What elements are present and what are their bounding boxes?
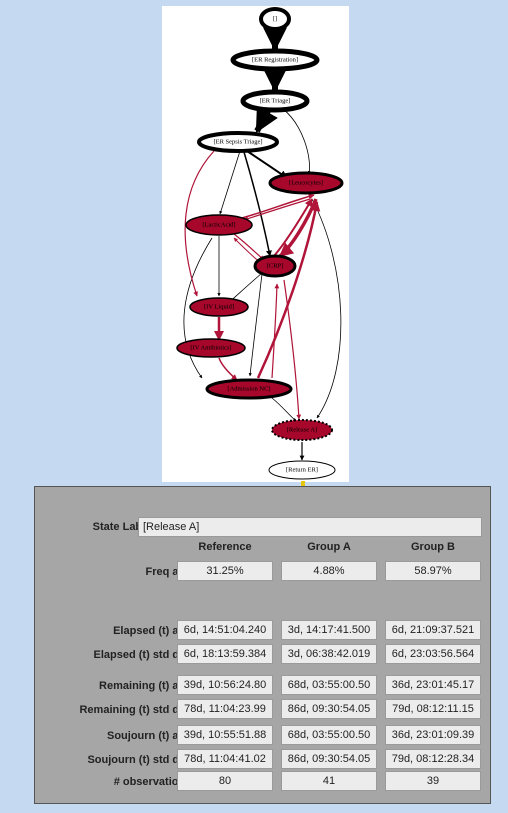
remaining-avg-group-a: 68d, 03:55:00.50 [281, 675, 377, 695]
node-iv-liquid[interactable]: [IV Liquid] [189, 297, 249, 317]
column-header-reference: Reference [198, 541, 252, 553]
row-label-elapsed-std-dev: Elapsed (t) std dev: [93, 649, 195, 661]
elapsed-avg-reference: 6d, 14:51:04.240 [177, 620, 273, 640]
elapsed-std-group-a: 3d, 06:38:42.019 [281, 644, 377, 664]
svg-text:[]: [] [273, 16, 277, 23]
observations-group-b: 39 [385, 771, 481, 791]
node-er-triage[interactable]: [ER Triage] [240, 89, 310, 113]
svg-text:[IV Antibiotics]: [IV Antibiotics] [190, 345, 231, 352]
node-admission-nc[interactable]: [Admission NC] [205, 378, 293, 400]
elapsed-avg-group-b: 6d, 21:09:37.521 [385, 620, 481, 640]
column-header-group-a: Group A [307, 541, 351, 553]
state-label-caption: State Label: [92, 521, 155, 533]
svg-text:[ER Sepsis Triage]: [ER Sepsis Triage] [213, 139, 262, 146]
freq-avg-reference: 31.25% [177, 561, 273, 581]
node-er-sepsis-triage[interactable]: [ER Sepsis Triage] [197, 131, 279, 153]
state-details-panel: State Label: [Release A] Reference Group… [34, 486, 491, 804]
node-leucocytes[interactable]: [Leucocytes] [268, 171, 344, 195]
remaining-avg-reference: 39d, 10:56:24.80 [177, 675, 273, 695]
soujourn-avg-group-b: 36d, 23:01:09.39 [385, 725, 481, 745]
row-label-soujourn-avg: Soujourn (t) avg: [107, 730, 195, 742]
svg-text:[Leucocytes]: [Leucocytes] [289, 180, 323, 187]
soujourn-std-group-a: 86d, 09:30:54.05 [281, 749, 377, 769]
observations-group-a: 41 [281, 771, 377, 791]
soujourn-avg-reference: 39d, 10:55:51.88 [177, 725, 273, 745]
graph-edges-red [184, 150, 321, 420]
node-crp[interactable]: [CRP] [253, 254, 297, 278]
remaining-avg-group-b: 36d, 23:01:45.17 [385, 675, 481, 695]
soujourn-std-group-b: 79d, 08:12:28.34 [385, 749, 481, 769]
svg-text:[IV Liquid]: [IV Liquid] [204, 304, 234, 311]
svg-text:[ER Registration]: [ER Registration] [252, 57, 298, 64]
svg-text:[CRP]: [CRP] [267, 263, 284, 270]
remaining-std-group-a: 86d, 09:30:54.05 [281, 699, 377, 719]
soujourn-avg-group-a: 68d, 03:55:00.50 [281, 725, 377, 745]
node-er-registration[interactable]: [ER Registration] [230, 48, 320, 72]
node-lactic-acid[interactable]: [LacticAcid] [185, 214, 253, 236]
svg-text:[Return ER]: [Return ER] [286, 467, 318, 474]
freq-avg-group-a: 4.88% [281, 561, 377, 581]
row-label-remaining-avg: Remaining (t) avg: [99, 680, 195, 692]
row-label-freq-avg: Freq avg: [145, 566, 195, 578]
remaining-std-group-b: 79d, 08:12:11.15 [385, 699, 481, 719]
elapsed-avg-group-a: 3d, 14:17:41.500 [281, 620, 377, 640]
state-label-field[interactable]: [Release A] [138, 517, 482, 537]
remaining-std-reference: 78d, 11:04:23.99 [177, 699, 273, 719]
node-release-a[interactable]: [Release A] [271, 419, 333, 441]
row-label-elapsed-avg: Elapsed (t) avg: [113, 625, 195, 637]
freq-avg-group-b: 58.97% [385, 561, 481, 581]
svg-text:[LacticAcid]: [LacticAcid] [202, 222, 235, 229]
graph-edges-black [183, 27, 342, 461]
column-header-group-b: Group B [411, 541, 455, 553]
observations-reference: 80 [177, 771, 273, 791]
process-graph[interactable]: [] [ER Registration] [ER Triage] [ER Sep… [162, 6, 349, 482]
svg-text:[Release A]: [Release A] [287, 427, 318, 434]
elapsed-std-reference: 6d, 18:13:59.384 [177, 644, 273, 664]
svg-text:[Admission NC]: [Admission NC] [227, 386, 270, 393]
node-start[interactable]: [] [259, 7, 291, 31]
row-label-soujourn-std-dev: Soujourn (t) std dev: [87, 754, 195, 766]
svg-text:[ER Triage]: [ER Triage] [260, 98, 291, 105]
node-iv-antibiotics[interactable]: [IV Antibiotics] [176, 338, 246, 358]
elapsed-std-group-b: 6d, 23:03:56.564 [385, 644, 481, 664]
soujourn-std-reference: 78d, 11:04:41.02 [177, 749, 273, 769]
node-return-er[interactable]: [Return ER] [268, 460, 336, 480]
row-label-observations: # observations: [113, 776, 195, 788]
row-label-remaining-std-dev: Remaining (t) std dev: [79, 704, 195, 716]
